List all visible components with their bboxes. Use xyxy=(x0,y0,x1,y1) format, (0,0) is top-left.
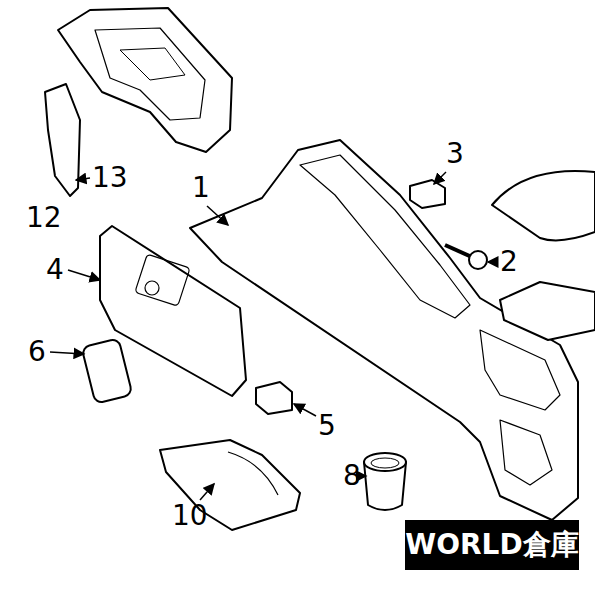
armrest-lid xyxy=(492,171,595,240)
callout-number: 8 xyxy=(343,462,361,490)
clip xyxy=(256,382,292,414)
callout-number: 10 xyxy=(172,502,208,530)
callout-number: 3 xyxy=(446,140,464,168)
tray xyxy=(500,282,595,340)
callout-number: 5 xyxy=(318,412,336,440)
callout-number: 12 xyxy=(26,204,62,232)
screw xyxy=(445,245,487,269)
callout-number: 2 xyxy=(500,248,518,276)
callout-number: 13 xyxy=(92,164,128,192)
cover-cap xyxy=(82,338,133,403)
shifter-bezel xyxy=(58,8,232,152)
callout-number: 4 xyxy=(46,256,64,284)
lower-panel xyxy=(160,440,300,530)
callout-number: 1 xyxy=(192,174,210,202)
clip xyxy=(410,180,445,208)
watermark-ground xyxy=(405,520,579,570)
side-trim xyxy=(45,84,80,196)
callout-number: 6 xyxy=(28,338,46,366)
watermark: WORLD倉庫 xyxy=(405,531,578,559)
cup-holder xyxy=(364,453,406,510)
